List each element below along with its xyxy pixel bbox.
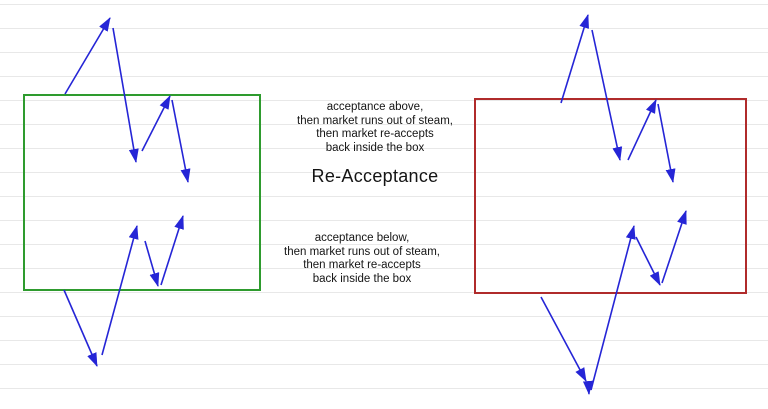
price-arrow [63,289,98,367]
price-arrow [560,14,589,104]
red-acceptance-box [474,98,747,294]
note-line: acceptance below, [314,232,410,244]
note-line: then market runs out of steam, [297,114,453,127]
lower-note: acceptance below, then market runs out o… [247,232,477,286]
price-arrow [64,17,111,95]
green-acceptance-box [23,94,261,291]
note-line: then market re-accepts [316,128,434,140]
price-arrow [540,296,587,382]
note-line: back inside the box [325,141,425,154]
upper-note: acceptance above, then market runs out o… [260,101,490,155]
diagram-title: Re-Acceptance [311,166,439,186]
note-line: acceptance above, [326,101,424,113]
note-line: then market re-accepts [303,259,421,271]
price-arrow [582,380,593,395]
note-line: then market runs out of steam, [284,245,440,258]
note-line: back inside the box [312,272,412,285]
